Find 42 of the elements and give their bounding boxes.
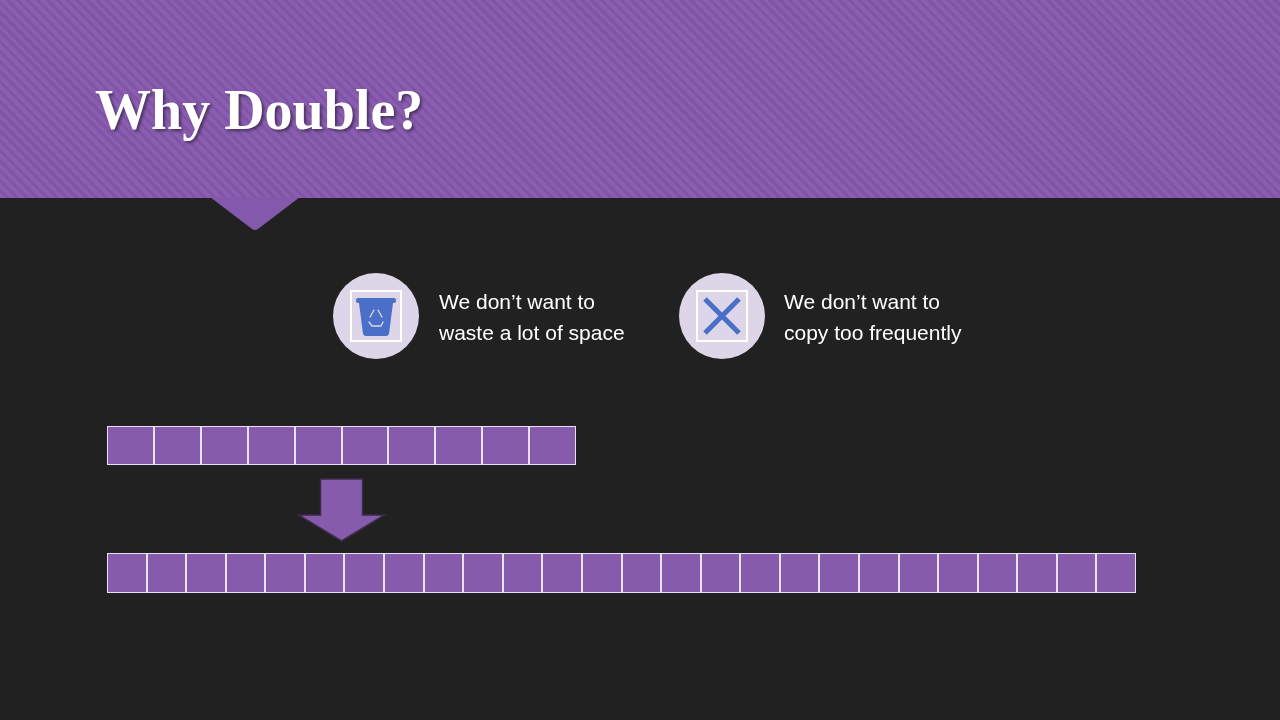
array-cell: [860, 554, 898, 592]
array-cell: [780, 554, 819, 592]
array-cell: [662, 554, 700, 592]
array-cell: [154, 427, 200, 464]
array-cell: [978, 554, 1017, 592]
array-cell: [266, 554, 304, 592]
array-cell: [248, 427, 294, 464]
array-cell: [342, 427, 388, 464]
array-cell: [741, 554, 779, 592]
array-cell: [939, 554, 977, 592]
array-bar: [107, 553, 1136, 593]
array-cell: [147, 554, 186, 592]
array-cell: [543, 554, 581, 592]
array-bar: [107, 426, 576, 465]
point-text: We don’t want to waste a lot of space: [439, 289, 626, 346]
array-cell: [503, 554, 542, 592]
array-cell: [305, 554, 344, 592]
array-cell: [108, 427, 153, 464]
array-cell: [187, 554, 225, 592]
array-cell: [483, 427, 529, 464]
array-cell: [436, 427, 482, 464]
array-cell: [622, 554, 661, 592]
array-cell: [201, 427, 247, 464]
block-arrow: [295, 478, 388, 542]
array-cell: [295, 427, 341, 464]
array-cell: [108, 554, 146, 592]
array-cell: [701, 554, 740, 592]
point-text: We don’t want to copy too frequently: [784, 289, 963, 346]
array-cell: [464, 554, 502, 592]
array-cell: [820, 554, 858, 592]
array-cell: [1097, 554, 1136, 592]
array-cell: [1018, 554, 1056, 592]
array-cell: [226, 554, 265, 592]
array-cell: [389, 427, 435, 464]
array-cell: [899, 554, 938, 592]
array-cell: [345, 554, 384, 592]
array-cell: [1057, 554, 1096, 592]
slide-title: Why Double?: [95, 78, 424, 142]
array-cell: [385, 554, 423, 592]
array-cell: [424, 554, 463, 592]
array-cell: [582, 554, 621, 592]
array-cell: [530, 427, 576, 464]
